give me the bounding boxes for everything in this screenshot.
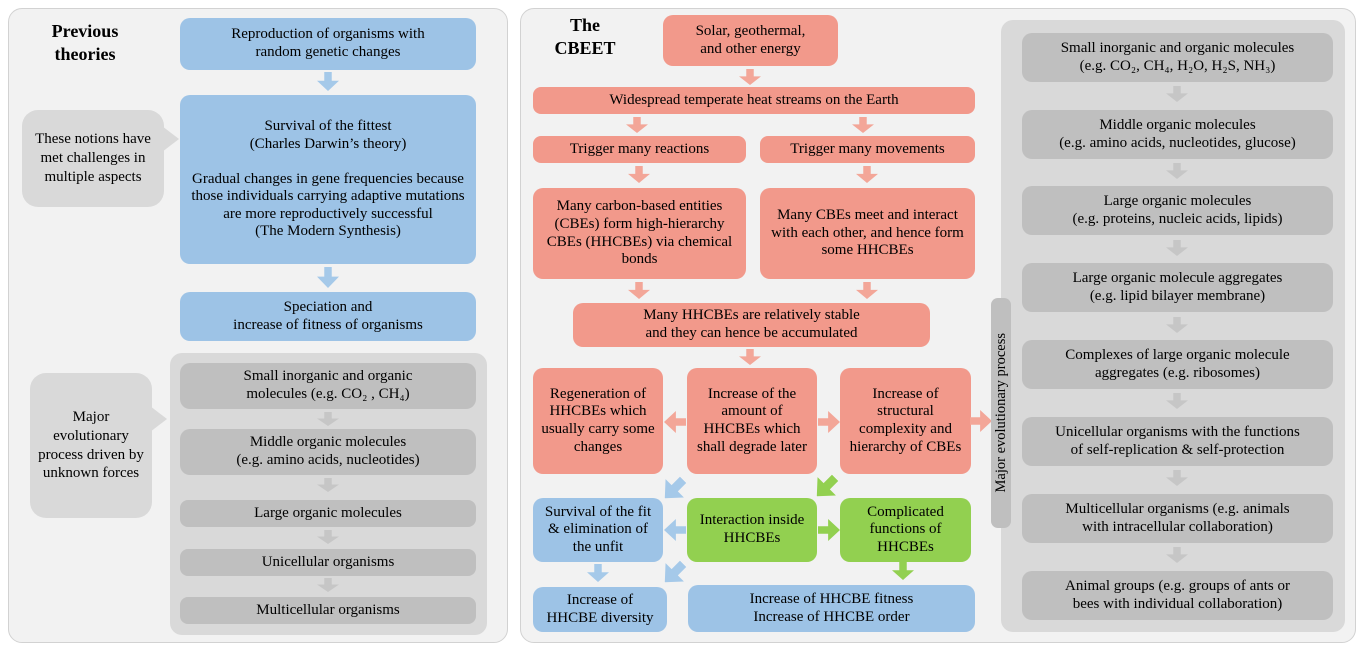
box-energy: Solar, geothermal, and other energy	[663, 15, 838, 66]
box-unicellular-left: Unicellular organisms	[180, 549, 476, 576]
box-reproduction: Reproduction of organisms with random ge…	[180, 18, 476, 70]
box-hhcbes-stable: Many HHCBEs are relatively stable and th…	[573, 303, 930, 347]
box-middle-molecules-left: Middle organic molecules (e.g. amino aci…	[180, 429, 476, 475]
box-trigger-movements: Trigger many movements	[760, 136, 975, 163]
box-small-molecules: Small inorganic and organic molecules (e…	[1022, 33, 1333, 82]
box-large-molecules: Large organic molecules (e.g. proteins, …	[1022, 186, 1333, 235]
box-speciation: Speciation and increase of fitness of or…	[180, 292, 476, 341]
box-unicellular: Unicellular organisms with the functions…	[1022, 417, 1333, 466]
bubble-unknown-forces: Major evolutionary process driven by unk…	[30, 373, 152, 518]
major-evolutionary-process-label: Major evolutionary process	[992, 333, 1009, 493]
box-regeneration: Regeneration of HHCBEs which usually car…	[533, 368, 663, 474]
box-large-molecules-left: Large organic molecules	[180, 500, 476, 527]
box-small-molecules-left: Small inorganic and organic molecules (e…	[180, 363, 476, 409]
box-multicellular: Multicellular organisms (e.g. animals wi…	[1022, 494, 1333, 543]
box-complicated-functions: Complicated functions of HHCBEs	[840, 498, 971, 562]
box-complexes: Complexes of large organic molecule aggr…	[1022, 340, 1333, 389]
previous-theories-title: Previous theories	[51, 21, 119, 64]
box-cbes-interact: Many CBEs meet and interact with each ot…	[760, 188, 975, 279]
box-cbes-form-hhcbes: Many carbon-based entities (CBEs) form h…	[533, 188, 746, 279]
box-fitness-order: Increase of HHCBE fitness Increase of HH…	[688, 585, 975, 632]
box-aggregates: Large organic molecule aggregates (e.g. …	[1022, 263, 1333, 312]
box-interaction-inside: Interaction inside HHCBEs	[687, 498, 817, 562]
major-evolutionary-process-bar: Major evolutionary process	[991, 298, 1011, 528]
box-middle-molecules: Middle organic molecules (e.g. amino aci…	[1022, 110, 1333, 159]
box-multicellular-left: Multicellular organisms	[180, 597, 476, 624]
box-amount-increase: Increase of the amount of HHCBEs which s…	[687, 368, 817, 474]
box-heat-streams: Widespread temperate heat streams on the…	[533, 87, 975, 114]
box-complexity-increase: Increase of structural complexity and hi…	[840, 368, 971, 474]
box-trigger-reactions: Trigger many reactions	[533, 136, 746, 163]
bubble-challenges: These notions have met challenges in mul…	[22, 110, 164, 207]
box-diversity-increase: Increase of HHCBE diversity	[533, 587, 667, 632]
box-survival-fittest: Survival of the fittest (Charles Darwin’…	[180, 95, 476, 264]
box-animal-groups: Animal groups (e.g. groups of ants or be…	[1022, 571, 1333, 620]
cbeet-title: The CBEET	[554, 15, 616, 58]
box-survival-fit: Survival of the fit & elimination of the…	[533, 498, 663, 562]
